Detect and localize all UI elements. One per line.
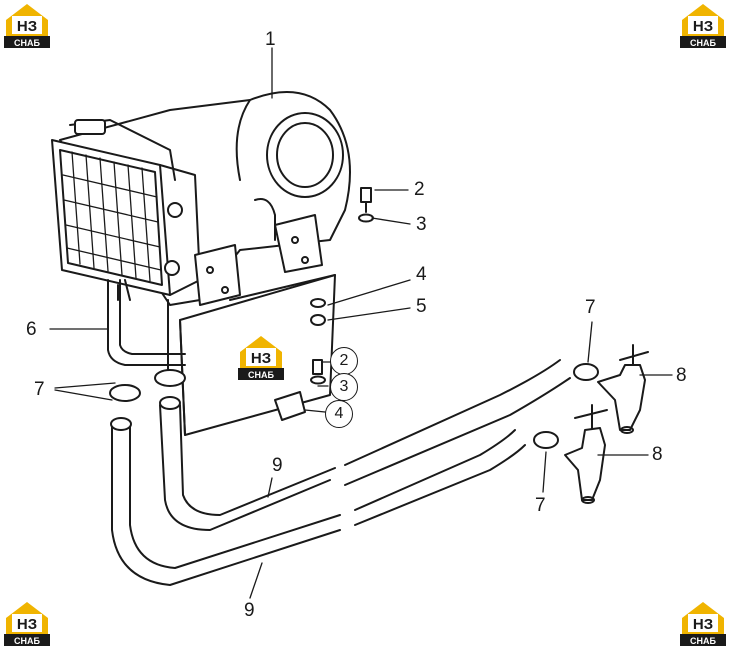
brand-logo-top-left: НЗ СНАБ xyxy=(4,4,50,48)
callout-7-bottom-right: 7 xyxy=(535,495,546,516)
drain-valve-upper xyxy=(597,344,649,434)
drain-valve-lower xyxy=(564,404,608,504)
hose-upper xyxy=(159,359,571,531)
callout-4-circled: 4 xyxy=(325,400,353,428)
callout-3: 3 xyxy=(416,214,427,235)
mounting-bracket xyxy=(194,214,323,306)
callout-5: 5 xyxy=(416,296,427,317)
callout-4: 4 xyxy=(416,264,427,285)
callout-7-left: 7 xyxy=(34,379,45,400)
callout-3-circled: 3 xyxy=(330,373,358,401)
callout-9-lower: 9 xyxy=(244,600,255,621)
logo-mark-text: НЗ xyxy=(251,350,271,367)
logo-sub-text: СНАБ xyxy=(14,636,40,646)
brand-logo-bottom-left: НЗ СНАБ xyxy=(4,602,50,646)
callout-9-upper: 9 xyxy=(272,455,283,476)
washer-stack xyxy=(274,298,326,421)
logo-mark-text: НЗ xyxy=(17,616,37,633)
callout-2-circled: 2 xyxy=(330,347,358,375)
hose-clamp xyxy=(109,363,599,449)
radiator-grille xyxy=(51,119,201,296)
callout-8-upper: 8 xyxy=(676,365,687,386)
callout-2: 2 xyxy=(414,179,425,200)
logo-sub-text: СНАБ xyxy=(14,38,40,48)
logo-sub-text: СНАБ xyxy=(248,370,274,380)
callout-6: 6 xyxy=(26,319,37,340)
logo-mark-text: НЗ xyxy=(17,18,37,35)
logo-mark-text: НЗ xyxy=(693,616,713,633)
logo-sub-text: СНАБ xyxy=(690,38,716,48)
logo-mark-text: НЗ xyxy=(693,18,713,35)
hose-lower xyxy=(110,417,526,586)
brand-logo-bottom-right: НЗ СНАБ xyxy=(680,602,726,646)
leader-lines xyxy=(49,47,673,599)
callout-8-lower: 8 xyxy=(652,444,663,465)
heater-pipe xyxy=(107,279,186,371)
callout-1: 1 xyxy=(265,29,276,50)
callout-7-top-right: 7 xyxy=(585,297,596,318)
bolt-upper xyxy=(358,187,374,223)
brand-logo-center: НЗ СНАБ xyxy=(238,336,284,380)
brand-logo-top-right: НЗ СНАБ xyxy=(680,4,726,48)
logo-sub-text: СНАБ xyxy=(690,636,716,646)
